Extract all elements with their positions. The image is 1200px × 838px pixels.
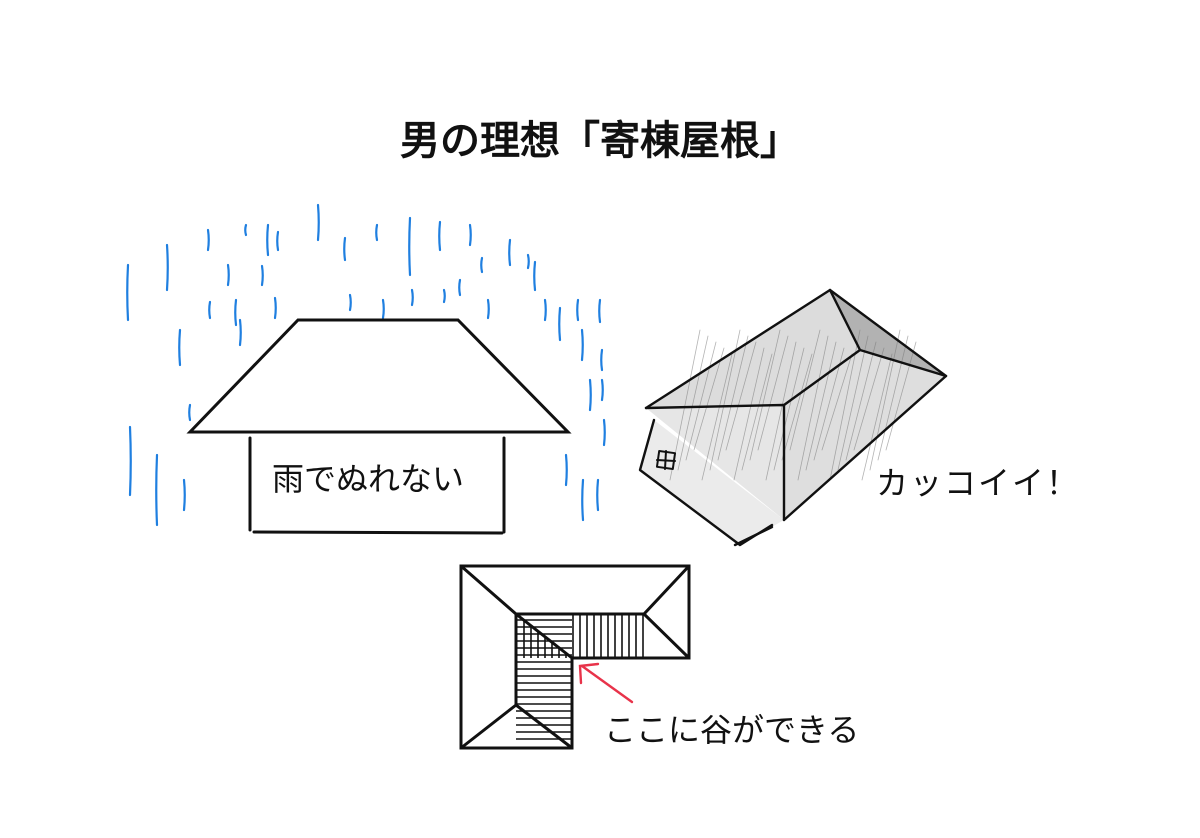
page-title: 男の理想「寄棟屋根」 <box>400 118 800 164</box>
wall-bottom <box>252 530 504 535</box>
valley-caption: ここに谷ができる <box>604 711 860 749</box>
roof-trapezoid <box>186 318 572 434</box>
l-shaped-roof-plan <box>459 564 691 750</box>
rain-streaks <box>126 203 606 527</box>
ridge-end <box>858 348 948 378</box>
plan-ridge-left <box>460 614 518 750</box>
hip-front-face <box>646 405 784 520</box>
hip-roof-3d-sketch <box>638 288 948 547</box>
base-line <box>733 525 774 547</box>
plan-hip-right <box>642 612 691 660</box>
plan-hip-bottom <box>515 703 573 750</box>
rain-caption: 雨でぬれない <box>272 460 465 498</box>
plan-valley <box>515 612 573 660</box>
arrow-icon <box>578 662 634 704</box>
cool-caption: カッコイイ！ <box>876 464 1081 502</box>
hip-roof-front-view <box>186 318 572 535</box>
plan-ridge-top <box>460 564 691 616</box>
roof-back-slope <box>646 290 860 408</box>
roof-outline <box>644 288 948 522</box>
window-icon <box>655 449 677 471</box>
